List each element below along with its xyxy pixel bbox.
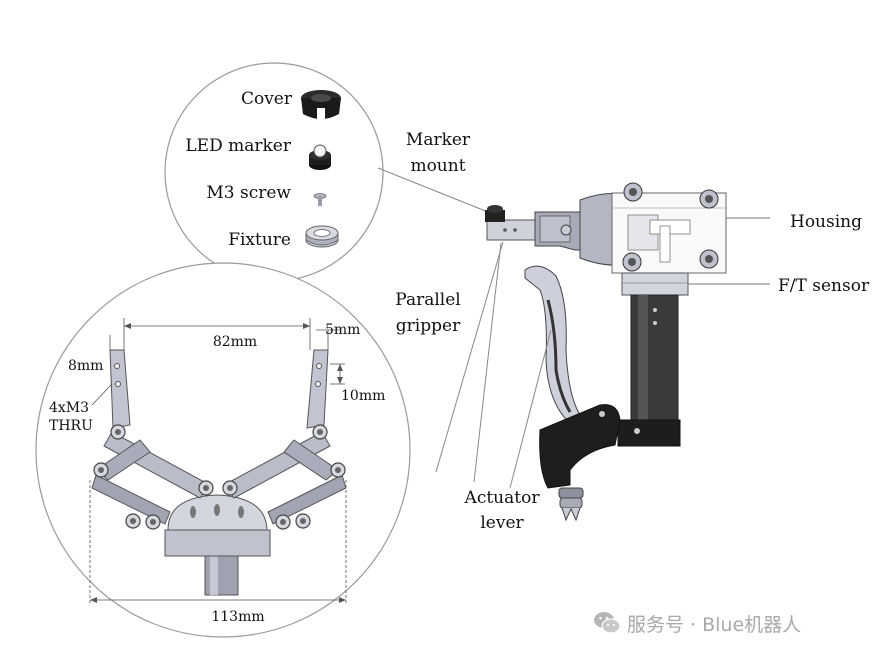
- gripper-device: [473, 182, 770, 522]
- dim-jaw-spacing: 82mm: [213, 334, 257, 350]
- m3-screw-label: M3 screw: [206, 183, 291, 203]
- dim-hole-pitch: 10mm: [341, 388, 385, 404]
- dim-holes-line2: THRU: [49, 418, 93, 434]
- housing-label: Housing: [790, 212, 862, 232]
- housing: [611, 182, 727, 274]
- actuator-lever: [524, 265, 581, 426]
- actuator-lever-label-line2: lever: [480, 513, 524, 533]
- dim-overall-width: 113mm: [211, 609, 264, 625]
- marker-mount: [485, 205, 540, 241]
- handle: [617, 294, 681, 447]
- trigger-grip: [539, 404, 621, 522]
- led-marker-label: LED marker: [185, 136, 291, 156]
- watermark-text: 服务号 · Blue机器人: [627, 613, 802, 636]
- dim-top-offset: 8mm: [68, 358, 103, 374]
- ft-sensor: [621, 272, 689, 296]
- dim-holes-line1: 4xM3: [49, 400, 89, 416]
- gripper-callout: 82mm 5mm 8mm 10mm 4xM3 THRU 113mm: [35, 241, 504, 638]
- fixture-label: Fixture: [228, 230, 291, 250]
- parallel-gripper-label-line2: gripper: [396, 316, 461, 336]
- marker-mount-label-line2: mount: [410, 156, 465, 176]
- fixture-part: [305, 225, 339, 248]
- cover-label: Cover: [241, 89, 293, 109]
- wechat-icon: [594, 612, 621, 634]
- cover-part: [301, 90, 341, 120]
- marker-mount-label-line1: Marker: [406, 130, 471, 150]
- parallel-gripper-label-line1: Parallel: [395, 290, 460, 310]
- led-marker-part: [309, 144, 331, 170]
- ft-sensor-label: F/T sensor: [778, 276, 870, 296]
- m3-screw-part: [313, 193, 327, 206]
- fingertip: [558, 487, 584, 522]
- gripper-left-linkage: [91, 349, 214, 530]
- dim-jaw-width: 5mm: [325, 322, 360, 338]
- actuator-lever-label-line1: Actuator: [464, 488, 541, 508]
- gripper-base: [164, 494, 271, 596]
- gripper-right-linkage: [222, 349, 347, 530]
- watermark: 服务号 · Blue机器人: [593, 608, 801, 638]
- marker-mount-callout: Cover LED marker M3 screw Fixture: [164, 62, 489, 282]
- dimension-lines: [89, 318, 347, 605]
